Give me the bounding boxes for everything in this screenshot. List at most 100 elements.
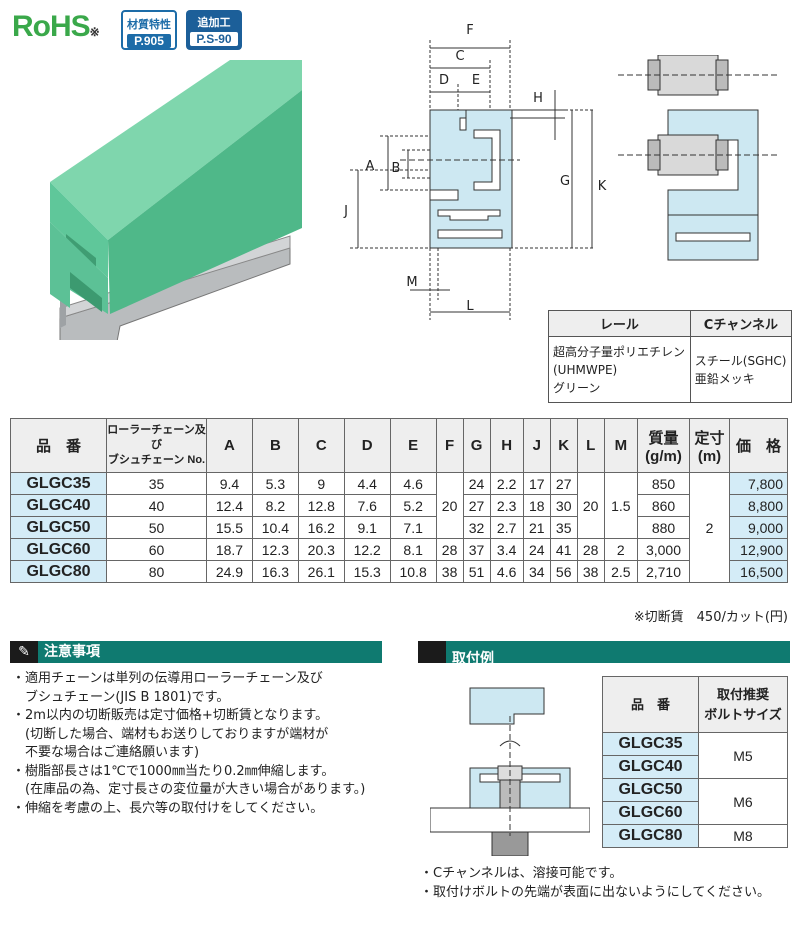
bolt-size-table: 品 番 取付推奨 ボルトサイズ GLGC35 M5 GLGC40 GLGC50 … [602,676,788,848]
dim-e: 10.8 [389,560,437,583]
dim-e: 8.1 [389,538,437,561]
dim-j: 34 [522,560,551,583]
dim-k: 27 [549,472,578,495]
process-badge-label: 追加工 [197,17,231,29]
length-merged: 2 [689,472,730,583]
dim-label-a: A [366,159,375,174]
mass-header-line2: (g/m) [645,447,682,465]
dim-label-c: C [455,49,464,64]
chain-header-line2: ブシュチェーン No. [107,454,206,466]
table-row: GLGC60 60 18.7 12.3 20.3 12.2 8.1 28 37 … [10,538,788,561]
price: 16,500 [729,560,788,583]
part-number: GLGC80 [602,824,699,848]
material-badge-page: P.905 [127,34,171,48]
dim-d: 4.4 [343,472,391,495]
dim-j: 24 [522,538,551,561]
table-row: GLGC35 M5 [602,732,788,779]
part-number: GLGC40 [10,494,107,517]
bolt-size: M6 [698,778,788,825]
dim-l-merged: 20 [576,472,605,539]
chain-no: 50 [106,516,207,539]
mounting-notes: ・Cチャンネルは、溶接可能です。 ・取付けボルトの先端が表面に出ないようにしてく… [420,864,770,902]
table-row: GLGC40 40 12.4 8.2 12.8 7.6 5.2 27 2.3 1… [10,494,788,517]
dim-e: 7.1 [389,516,437,539]
dim-label-k: K [598,179,607,194]
dim-c: 16.2 [297,516,345,539]
table-row: GLGC80 M8 [602,824,788,848]
caution-header: ✎注意事項 [10,641,382,663]
dim-g: 32 [462,516,491,539]
dim-h: 2.3 [489,494,524,517]
table-row: GLGC50 50 15.5 10.4 16.2 9.1 7.1 32 2.7 … [10,516,788,539]
chain-no: 35 [106,472,207,495]
pencil-icon: ✎ [10,641,38,663]
part-number: GLGC80 [10,560,107,583]
dim-h: 2.2 [489,472,524,495]
dim-c: 12.8 [297,494,345,517]
part-number: GLGC35 [602,732,699,756]
cut-fee-note: ※切断賃 450/カット(円) [633,610,788,625]
price: 12,900 [729,538,788,561]
dim-j: 21 [522,516,551,539]
spec-header-j: J [522,418,551,473]
dim-h: 3.4 [489,538,524,561]
dim-k: 56 [549,560,578,583]
list-item: 不要な場合はご連絡願います) [12,745,200,760]
spec-header-b: B [251,418,299,473]
spec-header-length: 定寸 (m) [689,418,730,473]
list-item: ・適用チェーンは単列の伝導用ローラーチェーン及び [12,671,323,686]
list-item: ・Cチャンネルは、溶接可能です。 [420,866,623,881]
dim-l: 28 [576,538,605,561]
dim-b: 5.3 [251,472,299,495]
spec-header-c: C [297,418,345,473]
material-property-badge[interactable]: 材質特性 P.905 [121,10,177,50]
dim-a: 24.9 [206,560,253,583]
dim-label-b: B [392,161,401,176]
dim-k: 30 [549,494,578,517]
price: 9,000 [729,516,788,539]
length-header-line2: (m) [697,447,722,465]
list-item: ・樹脂部長さは1℃で1000㎜当たり0.2㎜伸縮します。 [12,763,335,779]
spec-header-part: 品 番 [10,418,107,473]
spec-header-g: G [462,418,491,473]
spec-header-k: K [549,418,578,473]
table-row: GLGC80 80 24.9 16.3 26.1 15.3 10.8 38 51… [10,560,788,583]
table-row: GLGC35 35 9.4 5.3 9 4.4 4.6 20 24 2.2 17… [10,472,788,583]
chain-header-line1: ローラーチェーン及び [107,424,206,451]
dimension-drawing: F C D E H A B G K J M L [343,23,607,320]
spec-header-chain: ローラーチェーン及び ブシュチェーン No. [106,418,207,473]
rail-material-line: グリーン [553,380,601,395]
spec-header-f: F [435,418,464,473]
dim-h: 2.7 [489,516,524,539]
part-number: GLGC50 [602,778,699,802]
additional-process-badge[interactable]: 追加工 P.S-90 [186,10,242,50]
bolt-size: M8 [698,824,788,848]
dim-f-merged: 20 [435,472,464,539]
dim-a: 12.4 [206,494,253,517]
chain-no: 40 [106,494,207,517]
mounting-title: 取付例 [452,651,494,667]
mass-header-line1: 質量 [648,429,679,447]
part-number: GLGC60 [10,538,107,561]
spec-table: 品 番 ローラーチェーン及び ブシュチェーン No. A B C D E F G… [10,418,788,583]
bolt-header-size: 取付推奨 ボルトサイズ [698,676,788,733]
caution-list: ・適用チェーンは単列の伝導用ローラーチェーン及び ブシュチェーン(JIS B 1… [12,670,387,818]
part-number: GLGC40 [602,755,699,779]
spec-header-h: H [489,418,524,473]
dim-a: 9.4 [206,472,253,495]
dim-e: 5.2 [389,494,437,517]
material-header-channel: Cチャンネル [689,310,793,337]
dim-label-g: G [560,174,570,189]
spec-header-mass: 質量 (g/m) [637,418,690,473]
dim-d: 9.1 [343,516,391,539]
product-photo [50,60,302,340]
dim-label-d: D [439,73,449,88]
table-row: GLGC60 [602,801,788,825]
dim-m: 2.5 [603,560,639,583]
part-number: GLGC50 [10,516,107,539]
bolt-size: M5 [698,732,788,779]
material-rail-cell: 超高分子量ポリエチレン (UHMWPE) グリーン [548,336,691,403]
spec-header-d: D [343,418,391,473]
length-header-line1: 定寸 [694,429,725,447]
material-channel-cell: スチール(SGHC) 亜鉛メッキ [689,336,793,403]
